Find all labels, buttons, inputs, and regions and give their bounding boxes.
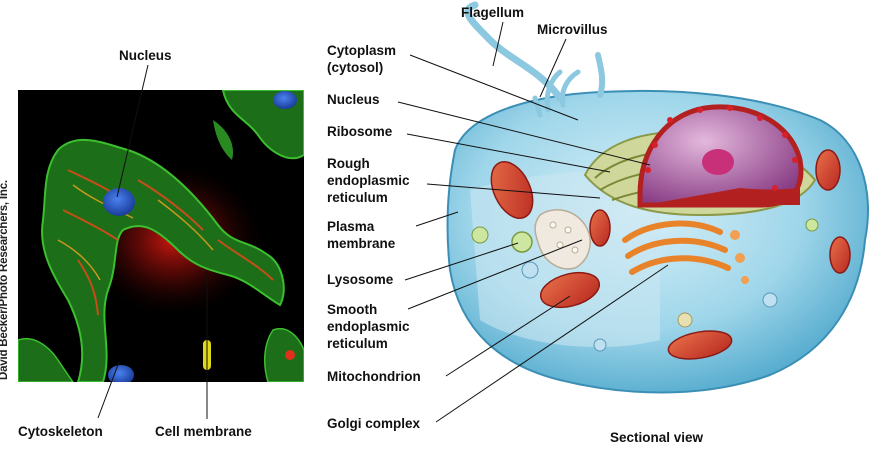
label-smooth-er-1: Smooth [327, 302, 378, 317]
ribosomes [645, 105, 798, 191]
label-smooth-er-3: reticulum [327, 336, 388, 351]
label-lysosome: Lysosome [327, 272, 394, 287]
mitochondrion [490, 161, 534, 219]
label-golgi-complex: Golgi complex [327, 416, 421, 431]
cell-body [41, 138, 285, 382]
caption-sectional-view: Sectional view [610, 430, 704, 445]
label-microvillus: Microvillus [537, 22, 608, 37]
photo-credit: David Becker/Photo Researchers, Inc. [0, 180, 10, 380]
label-flagellum: Flagellum [461, 5, 525, 20]
label-cytosol: (cytosol) [327, 60, 384, 75]
label-nucleus-micrograph: Nucleus [119, 48, 172, 63]
label-rough-er-2: endoplasmic [327, 173, 410, 188]
label-ribosome: Ribosome [327, 124, 393, 139]
label-plasma-membrane-1: Plasma [327, 219, 375, 234]
micrograph-image [18, 90, 304, 382]
label-plasma-membrane-2: membrane [327, 236, 396, 251]
label-mitochondrion: Mitochondrion [327, 369, 421, 384]
label-cytoskeleton: Cytoskeleton [18, 424, 103, 439]
golgi-complex [622, 220, 731, 275]
lysosome [511, 231, 533, 253]
flagellum [464, 1, 564, 102]
label-rough-er-1: Rough [327, 156, 370, 171]
label-smooth-er-2: endoplasmic [327, 319, 410, 334]
label-cell-membrane: Cell membrane [155, 424, 252, 439]
label-rough-er-3: reticulum [327, 190, 388, 205]
fluorescence-micrograph [18, 90, 304, 382]
label-cytoplasm: Cytoplasm [327, 43, 397, 58]
label-nucleus: Nucleus [327, 92, 380, 107]
leader-lines [97, 21, 669, 423]
smooth-er [534, 209, 591, 270]
micrograph-nucleus [103, 188, 135, 216]
